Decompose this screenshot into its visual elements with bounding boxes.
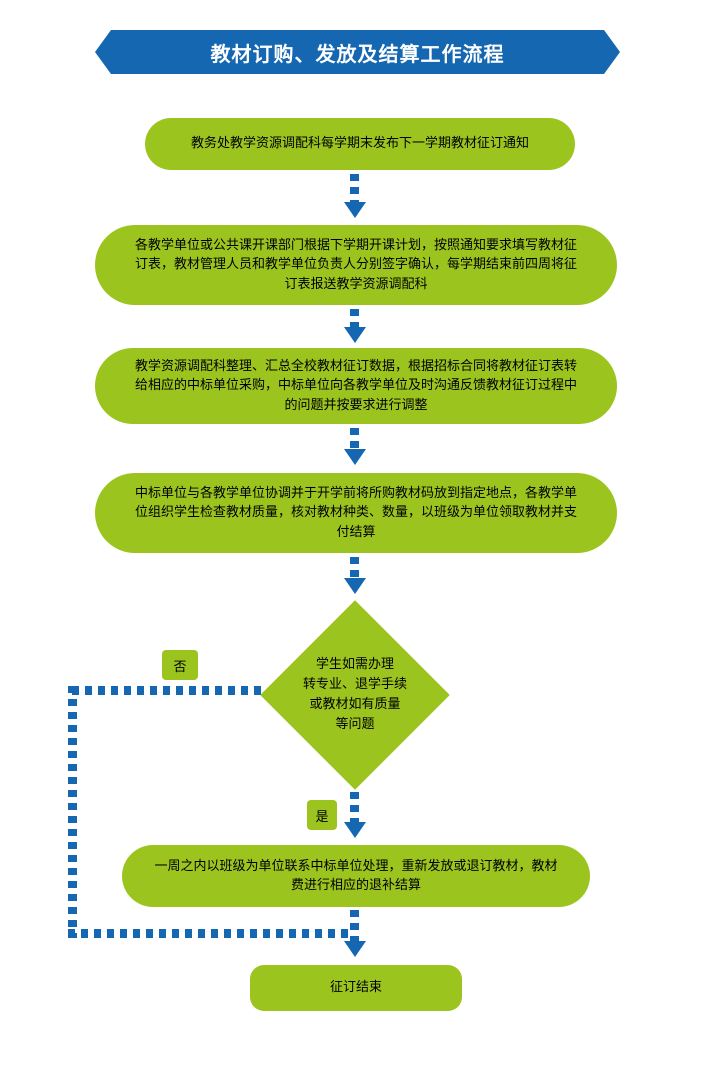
process-step-remedy: 一周之内以班级为单位联系中标单位处理，重新发放或退订教材，教材费进行相应的退补结… bbox=[122, 845, 590, 907]
title-banner: 教材订购、发放及结算工作流程 bbox=[95, 30, 620, 74]
flow-arrowhead bbox=[344, 449, 366, 465]
process-step-consolidate: 教学资源调配科整理、汇总全校教材征订数据，根据招标合同将教材征订表转给相应的中标… bbox=[95, 348, 617, 424]
flow-arrowhead bbox=[344, 202, 366, 218]
page-title: 教材订购、发放及结算工作流程 bbox=[210, 41, 505, 66]
flow-arrow-line bbox=[350, 174, 359, 202]
process-step-distribute: 中标单位与各教学单位协调并于开学前将所购教材码放到指定地点，各教学单位组织学生检… bbox=[95, 473, 617, 553]
process-step-text: 教务处教学资源调配科每学期末发布下一学期教材征订通知 bbox=[190, 136, 529, 152]
flow-arrowhead bbox=[344, 327, 366, 343]
flow-arrowhead bbox=[344, 941, 366, 957]
process-step-notice: 教务处教学资源调配科每学期末发布下一学期教材征订通知 bbox=[145, 118, 575, 170]
flow-arrowhead bbox=[344, 822, 366, 838]
flow-arrow-line bbox=[350, 792, 359, 824]
no-branch-line-vertical bbox=[68, 686, 77, 938]
process-step-order-form: 各教学单位或公共课开课部门根据下学期开课计划，按照通知要求填写教材征订表，教材管… bbox=[95, 225, 617, 305]
decision-yes-label: 是 bbox=[307, 800, 337, 830]
flow-arrow-line bbox=[350, 910, 359, 942]
decision-text: 学生如需办理 转专业、退学手续 或教材如有质量 等问题 bbox=[302, 656, 407, 733]
flow-arrow-line bbox=[350, 309, 359, 331]
flow-arrow-line bbox=[350, 557, 359, 581]
decision-no-label: 否 bbox=[162, 650, 198, 680]
no-branch-line-bottom bbox=[68, 929, 350, 938]
process-step-text: 一周之内以班级为单位联系中标单位处理，重新发放或退订教材，教材费进行相应的退补结… bbox=[154, 858, 558, 894]
no-branch-line-horizontal bbox=[72, 686, 262, 695]
flow-arrowhead bbox=[344, 578, 366, 594]
end-node: 征订结束 bbox=[250, 965, 462, 1011]
process-step-text: 教学资源调配科整理、汇总全校教材征订数据，根据招标合同将教材征订表转给相应的中标… bbox=[134, 358, 577, 413]
process-step-text: 各教学单位或公共课开课部门根据下学期开课计划，按照通知要求填写教材征订表，教材管… bbox=[134, 237, 577, 292]
end-node-text: 征订结束 bbox=[329, 980, 382, 996]
process-step-text: 中标单位与各教学单位协调并于开学前将所购教材码放到指定地点，各教学单位组织学生检… bbox=[134, 485, 577, 540]
flow-arrow-line bbox=[350, 428, 359, 452]
